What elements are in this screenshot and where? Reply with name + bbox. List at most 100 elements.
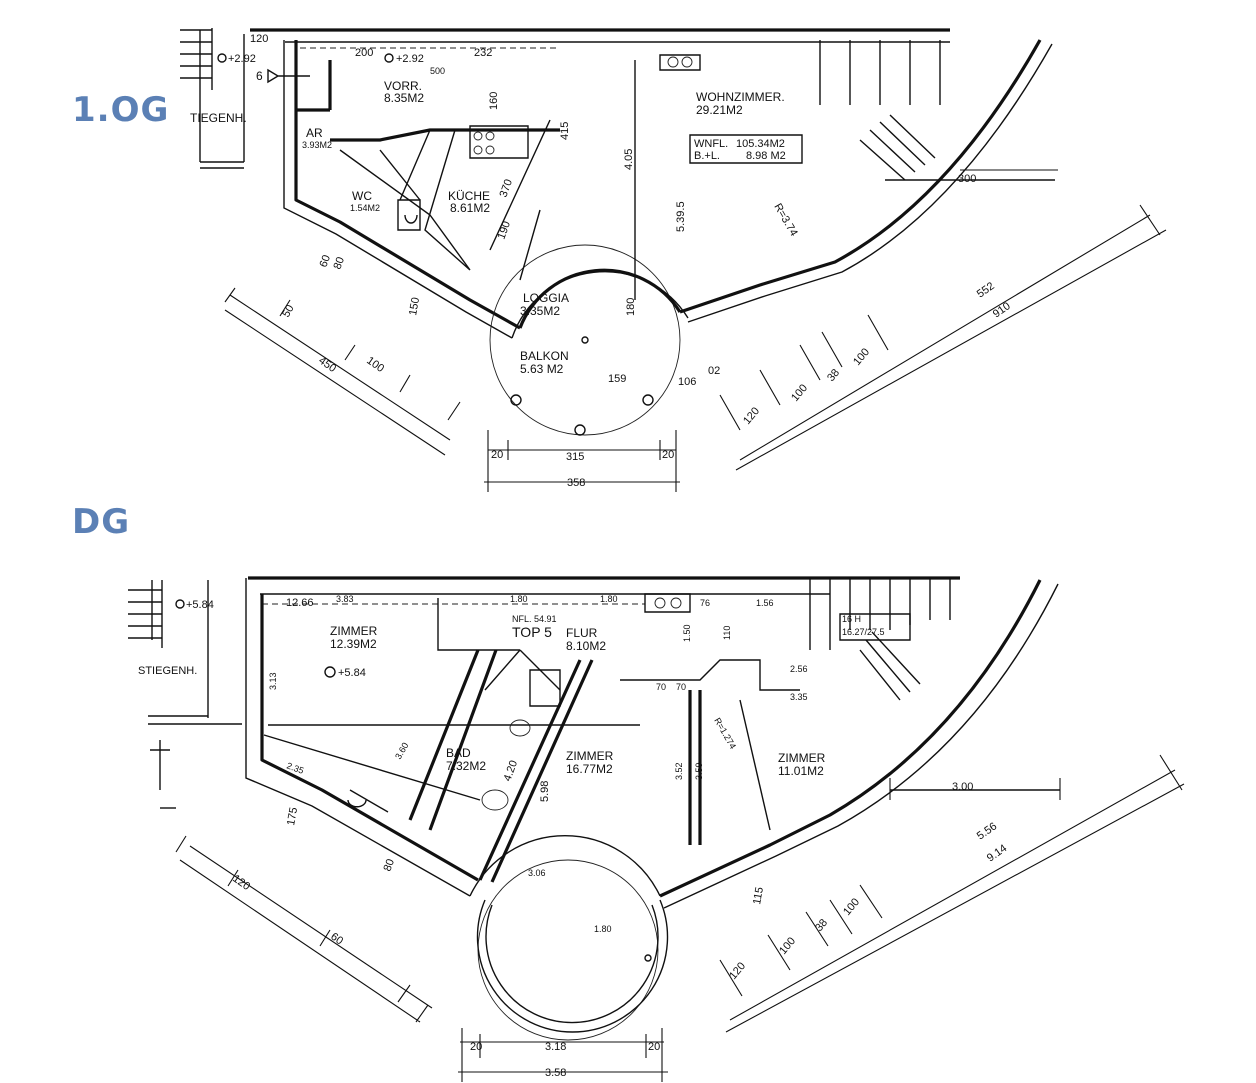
room-vorr-area: 8.35M2 — [384, 91, 424, 105]
dim-label: 100 — [789, 382, 810, 404]
wnfl-value: 105.34M2 — [736, 138, 785, 150]
dim-label: 180 — [625, 298, 637, 316]
dim-label: 120 — [727, 960, 748, 982]
dim-label: 1.56 — [756, 598, 774, 608]
stairwell-1og: TIEGENH. +2.92 — [180, 28, 256, 169]
dim-label: 70 — [676, 682, 686, 692]
dim-label: 315 — [566, 451, 584, 463]
level-1og-b: +2.92 — [396, 53, 424, 65]
plan-dg: STIEGENH. +5.84 — [128, 576, 1185, 1082]
dim-label: 1.80 — [600, 594, 618, 604]
tower-circle-dg — [477, 859, 659, 1041]
dim-label: 20 — [491, 449, 503, 461]
floor-label-dg: DG — [72, 502, 131, 542]
curved-wall-dg — [659, 579, 1042, 898]
dim-label: 4.20 — [502, 759, 521, 783]
dim-label: 3.83 — [336, 594, 354, 604]
dim-label: 106 — [678, 376, 696, 388]
dim-label: 415 — [559, 122, 571, 140]
dim-label: 150 — [407, 296, 422, 316]
dim-label: 80 — [332, 255, 347, 271]
dim-label: 5.56 — [975, 820, 999, 842]
room-wc-name: WC — [352, 189, 372, 203]
dim-label: 5.98 — [539, 781, 551, 802]
room-zimmer3-area: 11.01M2 — [778, 764, 824, 778]
dim-label: 200 — [355, 47, 373, 59]
top-label: TOP 5 — [512, 624, 552, 640]
outer-wall-1og — [294, 40, 521, 330]
dim-label: 3.06 — [528, 868, 546, 878]
room-balkon-name: BALKON — [520, 349, 569, 363]
dim-label: 300 — [958, 173, 976, 185]
stair-label-dg: STIEGENH. — [138, 665, 197, 677]
floor-label-1og: 1.OG — [72, 90, 170, 130]
dim-label: 1.80 — [594, 924, 612, 934]
level-1og-a: +2.92 — [228, 53, 256, 65]
room-balkon-area: 5.63 M2 — [520, 362, 564, 376]
dim-label: 20 — [470, 1041, 482, 1053]
dim-label: 3.00 — [952, 781, 973, 793]
dim-label: R=3.74 — [771, 202, 799, 239]
dim-label: 3.60 — [393, 741, 410, 761]
dim-label: 9.14 — [985, 842, 1009, 864]
dim-label: 370 — [498, 178, 516, 199]
dim-label: 5.39.5 — [675, 201, 687, 232]
room-bad-name: BAD — [446, 746, 471, 760]
plan-1og: TIEGENH. +2.92 — [180, 28, 1167, 492]
room-wohn-name: WOHNZIMMER. — [696, 90, 785, 104]
dim-label: 60 — [318, 253, 333, 269]
dim-label: 02 — [708, 365, 720, 377]
dim-label: 60 — [328, 931, 345, 948]
dim-label: 159 — [608, 373, 626, 385]
room-zimmer2-area: 16.77M2 — [566, 762, 613, 776]
outer-wall-dg — [260, 594, 479, 882]
dim-label: 160 — [488, 92, 500, 110]
room-ar-area: 3.93M2 — [302, 140, 332, 150]
dim-label: 358 — [567, 477, 585, 489]
dim-label: 80 — [382, 857, 397, 873]
room-zimmer3-name: ZIMMER — [778, 751, 826, 765]
level-marker-icon — [217, 53, 227, 63]
level-dg-b: +5.84 — [338, 667, 366, 679]
level-marker-icon — [175, 599, 185, 609]
dim-label: 175 — [285, 806, 300, 826]
dim-label: 3.58 — [545, 1067, 566, 1079]
stair-label-1og: TIEGENH. — [190, 111, 247, 125]
dim-label: 50 — [280, 303, 297, 320]
dim-label: 3.59 — [694, 762, 704, 780]
dim-label: 3.52 — [674, 762, 684, 780]
room-kueche-name: KÜCHE — [448, 189, 490, 203]
dim-label: 3.35 — [790, 692, 808, 702]
stair-note-1: 16 H — [842, 614, 861, 624]
room-zimmer2-name: ZIMMER — [566, 749, 614, 763]
dim-label: 3.18 — [545, 1041, 566, 1053]
dim-label: 115 — [751, 886, 766, 905]
dim-label: 76 — [700, 598, 710, 608]
dim-label: 500 — [430, 66, 445, 76]
room-loggia-name: LOGGIA — [523, 291, 569, 305]
dim-label: 1.50 — [682, 624, 692, 642]
nfl-label: NFL. 54.91 — [512, 614, 557, 624]
dim-label: 1.80 — [510, 594, 528, 604]
room-flur-area: 8.10M2 — [566, 639, 606, 653]
dim-label: 38 — [813, 917, 830, 934]
stair-note-2: 16.27/27.5 — [842, 627, 885, 637]
room-loggia-area: 3.35M2 — [520, 304, 560, 318]
room-flur-name: FLUR — [566, 626, 598, 640]
room-wohn-area: 29.21M2 — [696, 103, 743, 117]
room-zimmer1-name: ZIMMER — [330, 624, 378, 638]
dim-label: 232 — [474, 47, 492, 59]
dim-label: 70 — [656, 682, 666, 692]
dim-label: 38 — [825, 367, 842, 384]
dim-label: 552 — [975, 280, 997, 300]
dim-label: 120 — [250, 33, 268, 45]
dim-label: 20 — [662, 449, 674, 461]
dim-label: 100 — [841, 896, 862, 918]
dim-label: 100 — [851, 346, 872, 368]
dim-label: 2.56 — [790, 664, 808, 674]
stairwell-dg: STIEGENH. +5.84 — [128, 580, 242, 809]
dim-label: 100 — [364, 355, 386, 375]
dim-label: 120 — [741, 405, 762, 427]
room-ar-name: AR — [306, 126, 323, 140]
